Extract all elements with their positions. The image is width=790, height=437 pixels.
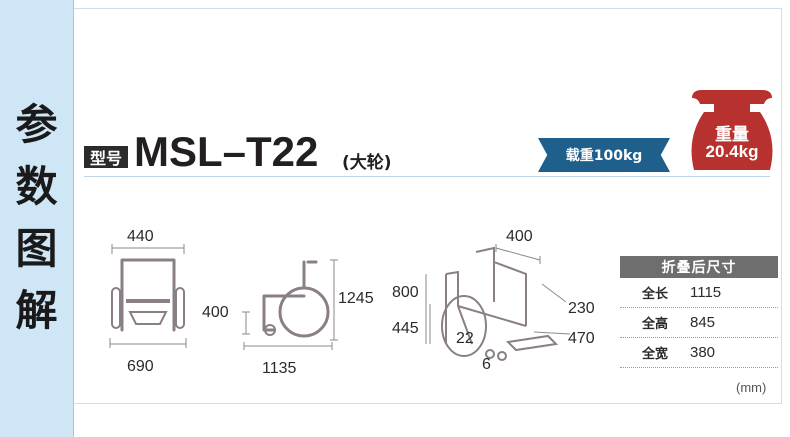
side-seat-height: 400 [202,304,229,321]
row-label: 全高 [641,317,668,332]
sidebar-char: 数 [15,161,58,211]
front-width-bottom: 690 [127,358,154,375]
header-divider [84,176,770,177]
table-row: 全宽 380 [620,338,778,368]
table-row: 全长 1115 [620,278,778,308]
sidebar-char: 解 [15,285,58,335]
model-badge: 型号 [84,146,128,168]
perspective-wheel-size: 22 [456,330,474,347]
row-value: 1115 [690,284,722,301]
load-capacity-banner: 载重100kg [538,138,670,172]
model-subtitle: (大轮) [342,153,392,173]
side-overall-height: 1245 [338,290,374,307]
table-row: 全高 845 [620,308,778,338]
perspective-seat-height: 445 [392,320,419,337]
content-frame [74,8,782,404]
row-label: 全宽 [641,347,668,362]
perspective-view-drawing [425,244,571,361]
row-value: 380 [690,344,716,361]
front-view-drawing [109,244,187,348]
perspective-back-height: 800 [392,284,419,301]
front-width-top: 440 [127,228,154,245]
weight-icon [691,90,773,170]
perspective-armrest-height: 230 [568,300,595,317]
side-view-drawing [242,259,338,350]
sidebar-title: 参 数 图 解 [0,0,74,437]
weight-value: 20.4kg [705,142,759,161]
sidebar-char: 参 [15,99,58,149]
perspective-seat-depth: 470 [568,330,595,347]
model-name: MSL–T22 [134,128,319,175]
side-overall-length: 1135 [262,360,297,377]
perspective-caster-size: 6 [482,356,491,373]
folded-size-table: 折叠后尺寸 全长 1115 全高 845 全宽 380 [620,256,778,368]
row-value: 845 [690,314,716,331]
weight-label: 重量 [715,125,749,145]
unit-label: (mm) [736,380,767,395]
sidebar-char: 图 [15,223,58,273]
perspective-depth: 400 [506,228,533,245]
row-label: 全长 [641,287,668,302]
folded-size-title: 折叠后尺寸 [620,256,778,278]
